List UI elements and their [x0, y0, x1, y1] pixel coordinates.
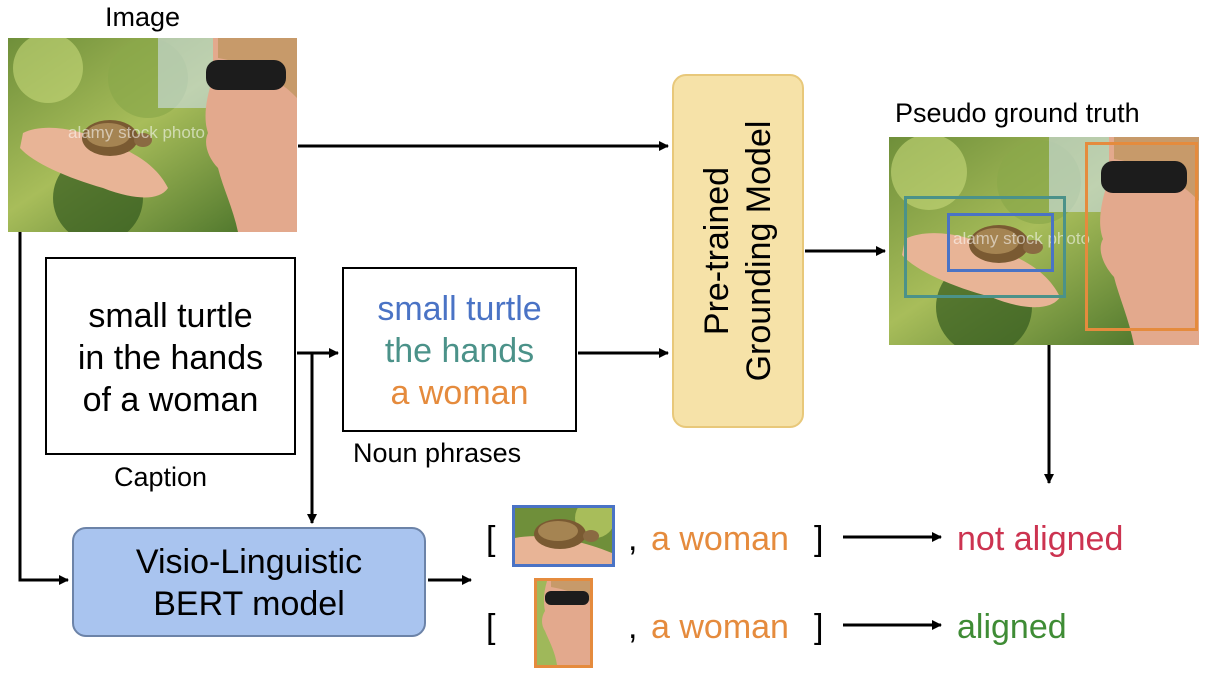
- arrow-image-to-bert: [18, 232, 69, 585]
- caption-line-3: of a woman: [82, 381, 259, 419]
- noun-phrases-box: small turtle the hands a woman: [342, 267, 577, 432]
- bbox-small-turtle: [947, 213, 1054, 272]
- pair-2-separator: ,: [628, 608, 638, 646]
- caption-box: small turtle in the hands of a woman: [45, 257, 296, 455]
- caption-line-2: in the hands: [77, 339, 264, 377]
- noun-phrase-small-turtle: small turtle: [377, 290, 542, 328]
- pair-2-crop-woman: [534, 578, 593, 668]
- pair-1-open-bracket: [: [486, 520, 496, 558]
- bert-model-line-1: Visio-Linguistic: [135, 543, 363, 581]
- noun-phrase-a-woman: a woman: [390, 374, 529, 412]
- caption-label: Caption: [114, 462, 208, 492]
- pair-1-phrase: a woman: [651, 520, 789, 558]
- noun-phrase-the-hands: the hands: [384, 332, 535, 370]
- pair-1-separator: ,: [628, 520, 638, 558]
- bert-model-line-2: BERT model: [153, 585, 345, 623]
- turtle-crop-art: [515, 508, 612, 564]
- watermark-text: alamy stock photo: [68, 123, 206, 142]
- pair-1-result: not aligned: [957, 520, 1124, 558]
- bbox-the-hands: [904, 196, 1066, 298]
- pair-2-result: aligned: [957, 608, 1067, 646]
- pseudo-ground-truth-photo-art: [889, 137, 1199, 345]
- pair-1-crop-turtle: [512, 505, 615, 567]
- watermark-text-gt: alamy stock photo: [953, 229, 1091, 248]
- pair-2-close-bracket: ]: [814, 608, 824, 646]
- image-label: Image: [105, 2, 181, 32]
- pair-2-open-bracket: [: [486, 608, 496, 646]
- woman-turtle-photo-art: [8, 38, 297, 232]
- woman-crop-art: [537, 581, 590, 665]
- source-photo: alamy stock photo: [8, 38, 297, 232]
- bbox-a-woman: [1085, 142, 1198, 331]
- pseudo-ground-truth-label: Pseudo ground truth: [895, 98, 1140, 128]
- caption-line-1: small turtle: [88, 297, 253, 335]
- grounding-model-box: Pre-trained Grounding Model: [672, 74, 804, 428]
- pair-1-close-bracket: ]: [814, 520, 824, 558]
- pseudo-ground-truth-photo: alamy stock photo: [889, 137, 1199, 345]
- pair-2-phrase: a woman: [651, 608, 789, 646]
- noun-phrases-label: Noun phrases: [353, 438, 522, 468]
- bert-model-box: Visio-Linguistic BERT model: [72, 527, 426, 637]
